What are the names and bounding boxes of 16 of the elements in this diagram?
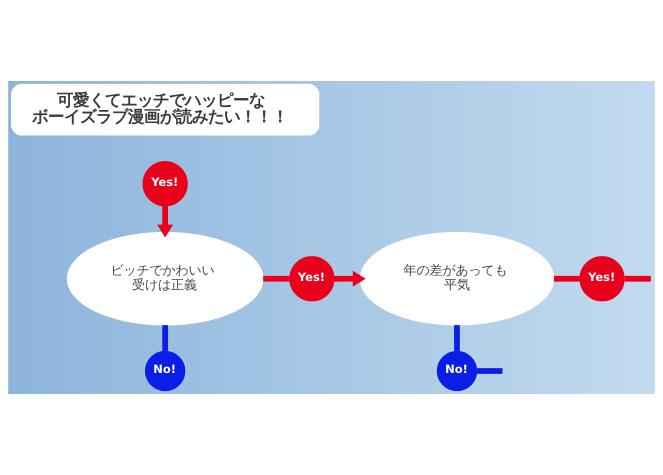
node-ellipse: ビッチでかわいい受けは正義 — [66, 232, 264, 326]
node-circle: Yes! — [289, 256, 335, 302]
connector — [162, 325, 168, 352]
node-box: 可愛くてエッチでハッピーなボーイズラブ漫画が読みたい！！！ — [11, 84, 320, 136]
connector — [554, 276, 580, 282]
connector — [263, 276, 290, 282]
arrow — [334, 270, 366, 287]
node-ellipse: 年の差があっても平気 — [360, 232, 554, 326]
arrow — [157, 206, 174, 238]
connector — [454, 325, 460, 352]
node-circle: No! — [436, 350, 478, 392]
node-circle: Yes! — [579, 256, 625, 302]
connector — [624, 276, 651, 282]
node-circle: Yes! — [142, 161, 188, 206]
node-circle: No! — [144, 350, 186, 392]
connector — [476, 368, 502, 374]
